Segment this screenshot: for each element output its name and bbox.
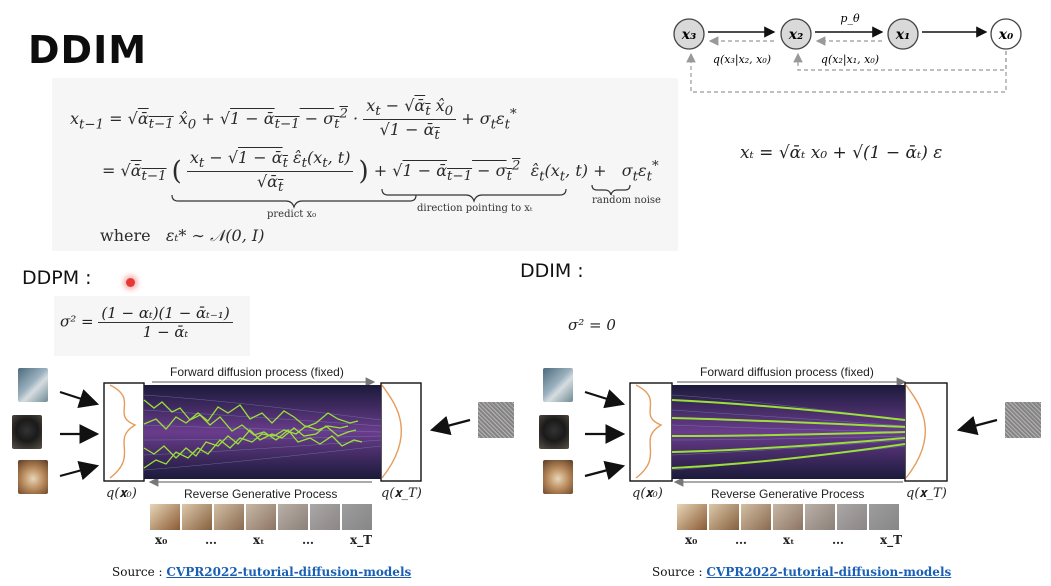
slide-title: DDIM: [28, 28, 148, 72]
predict-x0-label: predict x₀: [267, 209, 317, 220]
node-x2: [780, 18, 812, 50]
ddim-x0-label: 𝐱₀: [685, 533, 698, 547]
ddim-dots-1: …: [735, 533, 747, 547]
ddpm-dots-1: …: [205, 533, 217, 547]
ddim-reverse-label: Reverse Generative Process: [711, 487, 865, 501]
dashed-x0-x3: [686, 51, 1007, 93]
node-x0: [990, 18, 1022, 50]
ddpm-cat-image-2: [12, 415, 42, 449]
ddim-sigma-equation: σ² = 0: [568, 316, 616, 334]
ddpm-dots-2: …: [302, 533, 314, 547]
ddim-section-label: DDIM :: [520, 260, 584, 282]
ddpm-density-curves: [109, 384, 403, 479]
ddpm-sigma-box: σ² = (1 − αₜ)(1 − ᾱₜ₋₁)1 − ᾱₜ: [54, 296, 250, 356]
ddim-source-link[interactable]: CVPR2022-tutorial-diffusion-models: [706, 565, 952, 579]
ddpm-source: Source : CVPR2022-tutorial-diffusion-mod…: [112, 565, 411, 579]
where-equation: εₜ* ∼ 𝒩(0, I): [165, 226, 265, 245]
ddpm-flow-lines: [143, 394, 382, 471]
dashed-x0-x2: [793, 51, 1007, 71]
node-x2-label: x₂: [788, 27, 803, 43]
ddim-xT-label: 𝐱_T: [880, 533, 903, 547]
ddpm-source-prefix: Source :: [112, 565, 163, 579]
ddpm-cat-image-1: [18, 368, 48, 402]
ddpm-section-label: DDPM :: [22, 267, 92, 289]
node-x0-label: x₀: [998, 27, 1013, 43]
where-label: where: [100, 226, 151, 245]
ddpm-xT-label: 𝐱_T: [350, 533, 373, 547]
node-x1-label: x₁: [895, 27, 910, 43]
ddim-diffusion-band: [672, 385, 905, 479]
ddim-noise-image: [1005, 402, 1041, 438]
ddim-equation-box: xt−1 = √ᾱt−1 x̂0 + √1 − ᾱt−1 − σt2 · xt …: [52, 78, 678, 251]
ddpm-sigma-equation: σ² = (1 − αₜ)(1 − ᾱₜ₋₁)1 − ᾱₜ: [60, 304, 233, 341]
ddim-source: Source : CVPR2022-tutorial-diffusion-mod…: [652, 565, 951, 579]
ddim-source-prefix: Source :: [652, 565, 703, 579]
ddim-diagram-graphics: [584, 377, 998, 487]
ddpm-trajectories: [143, 399, 363, 469]
q-x2-label: q(x₂|x₁, x₀): [821, 53, 879, 67]
direction-brace: [381, 188, 567, 203]
ddpm-q-xT-label: q(𝐱_T): [381, 486, 422, 501]
node-x3-label: x₃: [681, 27, 696, 43]
ddpm-noise-image: [478, 402, 514, 438]
random-noise-label: random noise: [592, 195, 661, 206]
ddpm-sigma-denominator: 1 − ᾱₜ: [142, 323, 189, 341]
ddim-dots-2: …: [832, 533, 844, 547]
ddim-update-equation: xt−1 = √ᾱt−1 x̂0 + √1 − ᾱt−1 − σt2 · xt …: [70, 96, 517, 144]
direction-label: direction pointing to xₜ: [417, 203, 533, 214]
node-x1: [887, 18, 919, 50]
ddpm-x0-label: 𝐱₀: [155, 533, 168, 547]
ddpm-reverse-label: Reverse Generative Process: [184, 487, 338, 501]
where-clause: where εₜ* ∼ 𝒩(0, I): [100, 226, 264, 246]
ddpm-sample-strip: [150, 504, 372, 530]
ddpm-source-link[interactable]: CVPR2022-tutorial-diffusion-models: [166, 565, 412, 579]
ddim-density-curves: [635, 384, 927, 479]
ddim-cat-image-1: [543, 368, 573, 402]
forward-closed-form-equation: xₜ = √ᾱₜ x₀ + √(1 − ᾱₜ) ε: [740, 143, 943, 163]
ddim-q-x0-label: q(𝐱₀): [632, 486, 663, 501]
ddim-update-equation-expanded: = √ᾱt−1 ( xt − √1 − ᾱt ε̂t(xt, t)√ᾱt ) +…: [102, 148, 659, 196]
laser-pointer: [126, 278, 135, 287]
ddim-sample-strip: [677, 504, 899, 530]
noise-brace: [591, 184, 631, 196]
node-x3: [673, 18, 705, 50]
ddim-flow-lines: [671, 394, 906, 471]
ddim-diffusion-diagram: Forward diffusion process (fixed): [525, 360, 1045, 560]
predict-brace: [171, 194, 417, 209]
ddpm-diagram-graphics: [59, 377, 471, 487]
ddim-q-xT-label: q(𝐱_T): [906, 486, 947, 501]
ddpm-xt-label: 𝐱ₜ: [253, 533, 265, 547]
ddpm-diffusion-diagram: Forward diffusion process (fixed): [0, 360, 520, 560]
ddim-cat-image-3: [543, 460, 573, 494]
ddpm-forward-label: Forward diffusion process (fixed): [170, 365, 344, 379]
ddim-cat-image-2: [539, 415, 569, 449]
p-theta-label: p_θ: [840, 12, 860, 25]
q-x3-label: q(x₃|x₂, x₀): [713, 53, 771, 67]
ddpm-cat-image-3: [18, 460, 48, 494]
ddpm-sigma-lhs: σ² =: [60, 312, 94, 331]
non-markovian-chain-diagram: x₃ x₂ x₁ x₀ p_θ q(x₃|x₂, x₀) q(x₂|x₁, x₀…: [673, 12, 1022, 93]
ddim-q0-box: [629, 382, 673, 482]
ddim-trajectories: [671, 399, 906, 469]
ddpm-sigma-numerator: (1 − αₜ)(1 − ᾱₜ₋₁): [98, 304, 233, 323]
ddim-xt-label: 𝐱ₜ: [783, 533, 795, 547]
ddpm-q-x0-label: q(𝐱₀): [106, 486, 137, 501]
underbraces: [171, 184, 631, 209]
ddim-forward-label: Forward diffusion process (fixed): [700, 365, 874, 379]
